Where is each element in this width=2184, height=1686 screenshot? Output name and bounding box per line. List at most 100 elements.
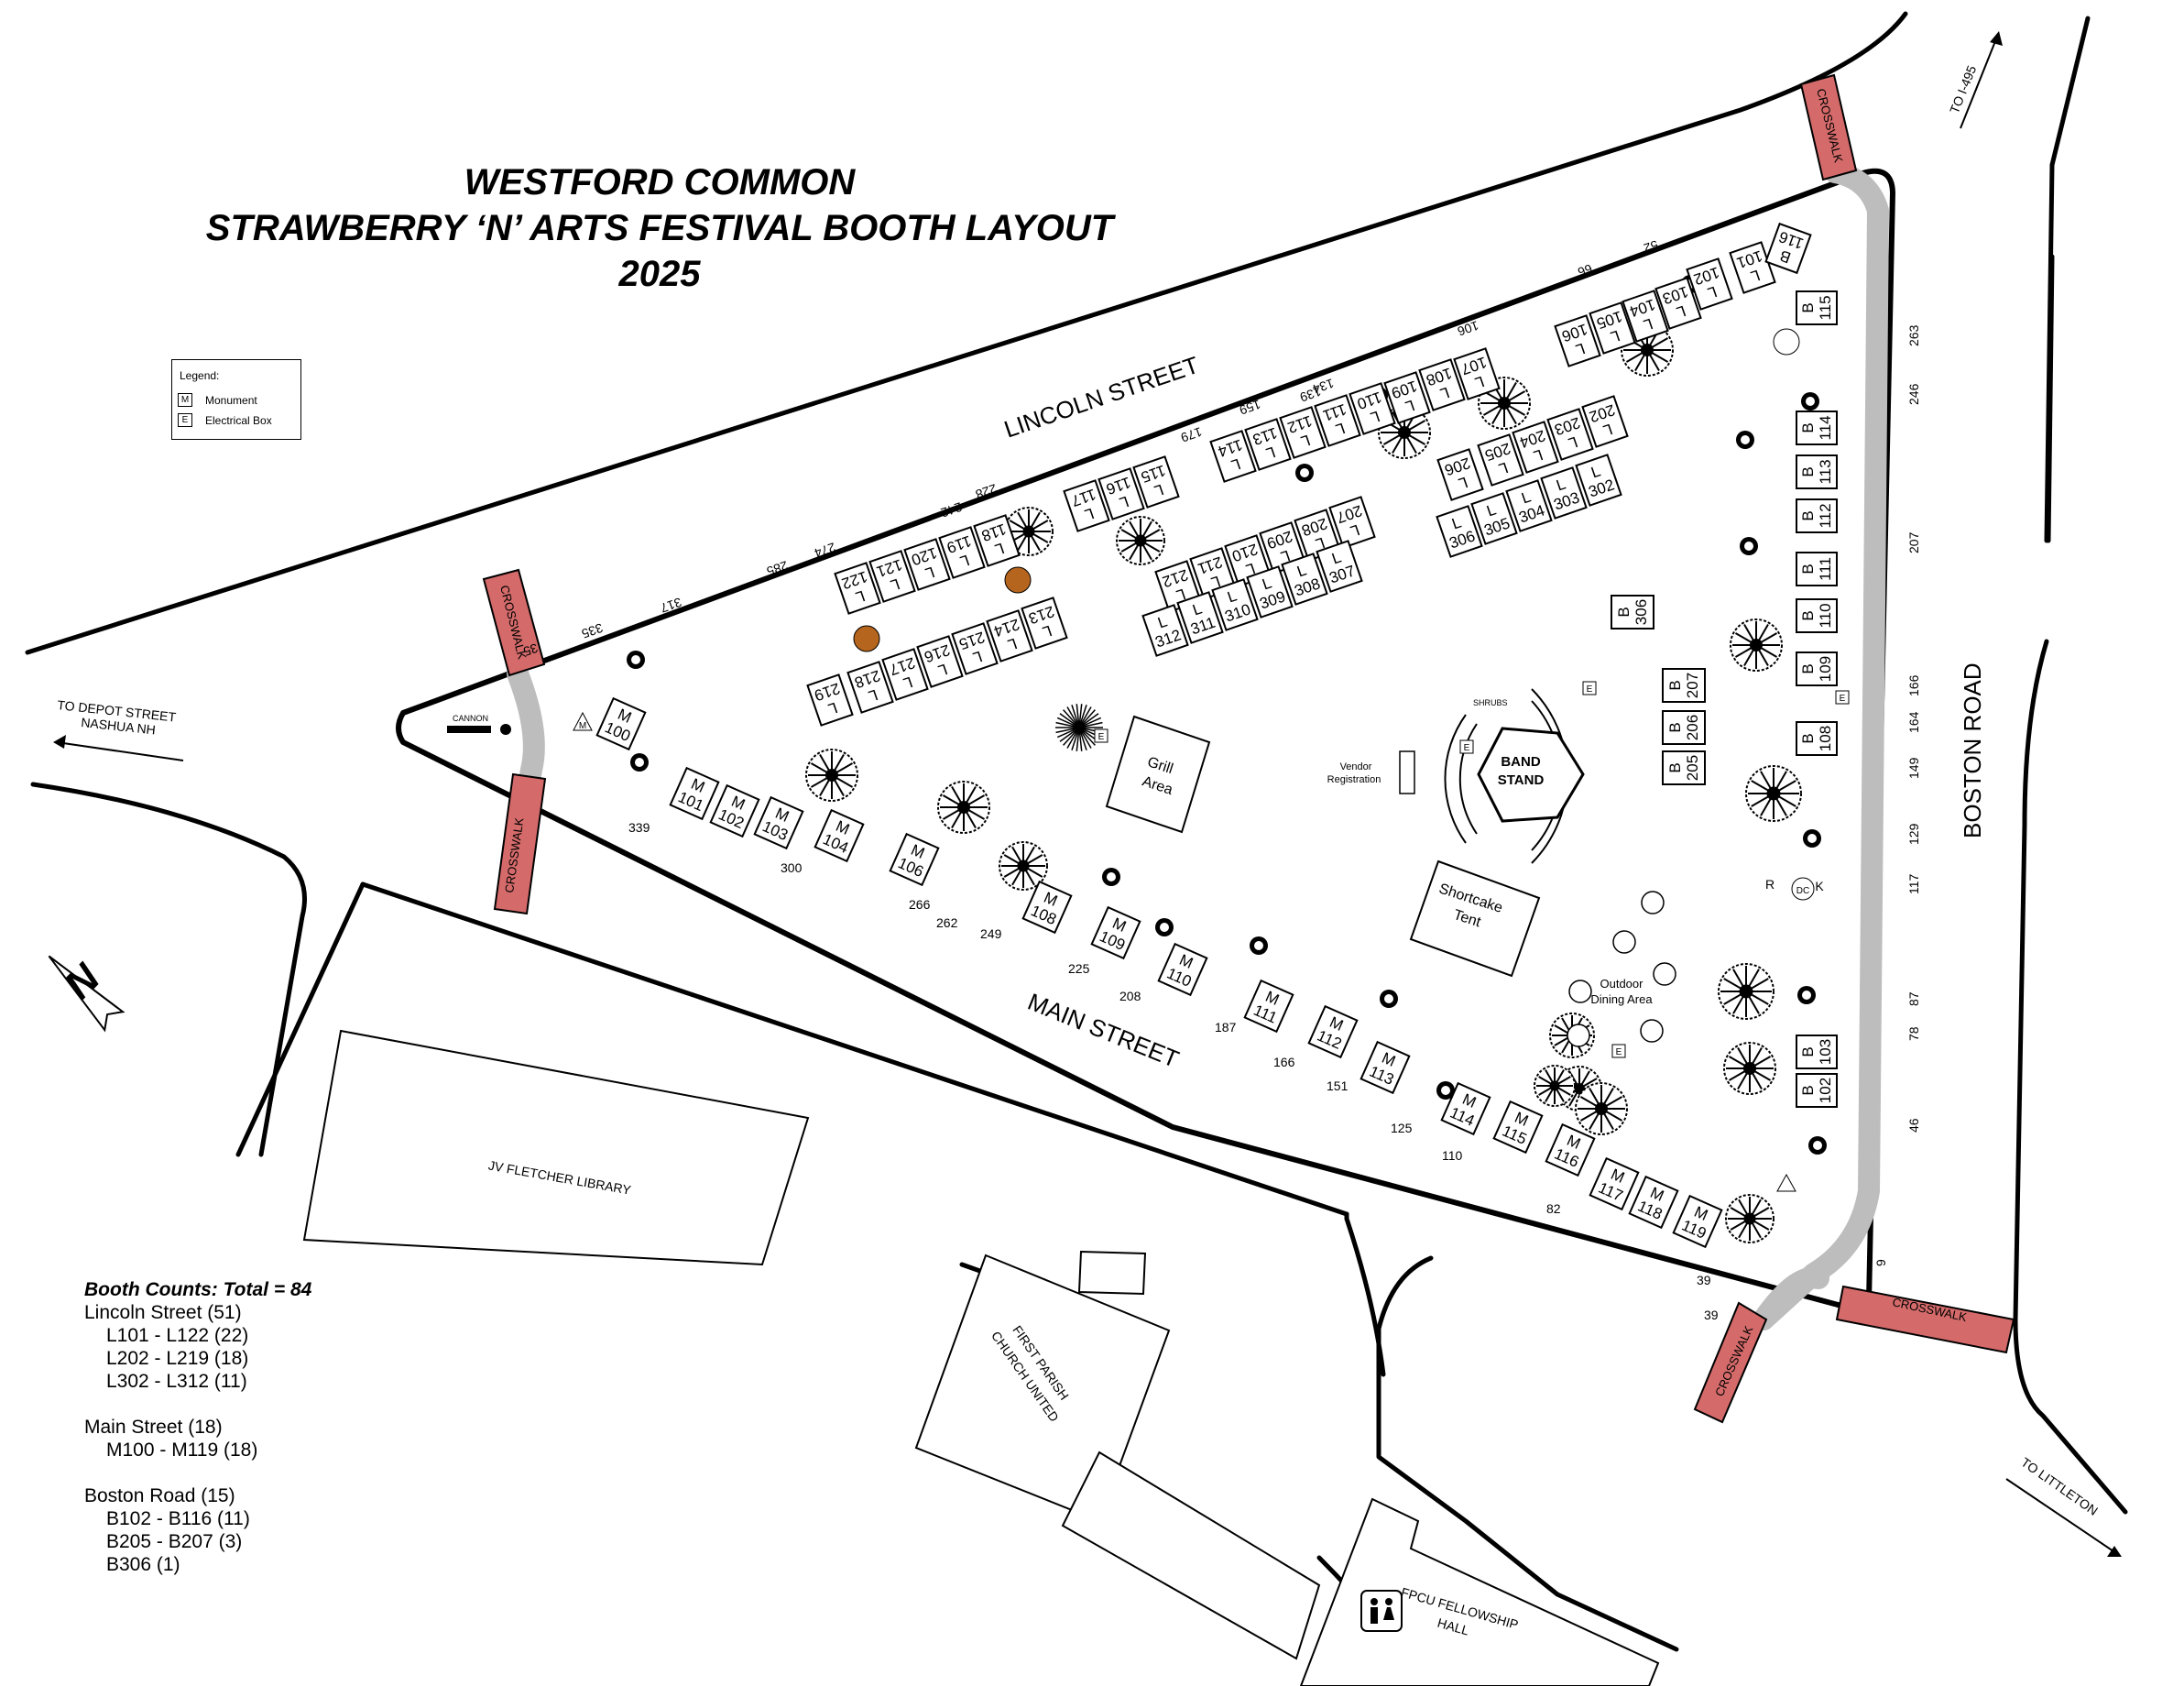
- address-number: 149: [1906, 757, 1921, 779]
- address-number: 110: [1442, 1148, 1463, 1163]
- buildings: [302, 1029, 1660, 1686]
- tree-icon: [805, 749, 858, 802]
- littleton-label: TO LITTLETON: [2018, 1454, 2101, 1517]
- shrub-icon: [1295, 464, 1314, 482]
- booth-letter: B: [1799, 733, 1817, 743]
- tree-icon: [1723, 1042, 1776, 1095]
- booth-number: 109: [1817, 656, 1834, 682]
- monument-label: M: [579, 721, 586, 731]
- shrub-icon: [1155, 918, 1174, 936]
- crosswalk-lincoln-east: [1799, 73, 1858, 181]
- boston-count-item: B205 - B207 (3): [106, 1531, 243, 1552]
- address-number: 242: [939, 499, 964, 520]
- band-stand: BAND STAND SHRUBS Vendor Registration: [1327, 688, 1585, 864]
- legend-monument-label: Monument: [205, 393, 257, 407]
- main-street-label: MAIN STREET: [1024, 988, 1183, 1073]
- address-number: 106: [1456, 318, 1480, 339]
- booth-letter: M: [909, 841, 928, 862]
- booth-letter: B: [1615, 607, 1633, 617]
- booth-number: 207: [1684, 673, 1701, 698]
- band-label-1: BAND: [1501, 754, 1540, 770]
- i495-arrow: [1960, 36, 1998, 129]
- legend-item-monument: M Monument: [178, 393, 257, 407]
- tree-icon: [937, 781, 990, 834]
- legend-electrical-label: Electrical Box: [205, 413, 272, 427]
- shrub-icon: [1436, 1081, 1455, 1100]
- boston-count: Boston Road (15): [84, 1485, 235, 1506]
- booth-letter: M: [834, 817, 853, 838]
- address-number: 335: [580, 620, 605, 641]
- shrub-icon: [1803, 829, 1821, 848]
- booth-letter: M: [1692, 1203, 1711, 1224]
- address-number: 134: [1311, 376, 1336, 397]
- hall-building: [1299, 1497, 1660, 1686]
- address-number: 151: [1327, 1078, 1349, 1093]
- grill-area: Grill Area: [1105, 715, 1211, 834]
- shrubs-label: SHRUBS: [1473, 698, 1508, 707]
- k-label: K: [1815, 879, 1824, 893]
- booth-number: 306: [1633, 599, 1650, 625]
- address-number: 246: [1906, 383, 1921, 405]
- booth-l300: L302: [1575, 454, 1622, 507]
- booth-number: 108: [1817, 726, 1834, 751]
- booth-number: 102: [1817, 1078, 1834, 1103]
- booth-l200: L219: [806, 673, 854, 727]
- church-annex: [1077, 1250, 1147, 1296]
- lincoln-count: Lincoln Street (51): [84, 1302, 242, 1323]
- main-count-item: M100 - M119 (18): [106, 1440, 258, 1461]
- booth-letter: B: [1799, 1085, 1817, 1095]
- electrical-label: E: [1464, 743, 1470, 753]
- tree-icon: [999, 841, 1048, 891]
- i495-label: TO I-495: [1947, 63, 1980, 115]
- booth-letter: M: [1177, 951, 1196, 972]
- booth-number: 110: [1817, 603, 1834, 628]
- shrub-icon: [1801, 392, 1819, 411]
- shrub-icon: [1380, 990, 1398, 1008]
- crosswalk-boston-south: [1835, 1285, 2015, 1354]
- address-number: 159: [1238, 397, 1262, 418]
- dc-label: DC: [1796, 886, 1809, 896]
- booths: L101L102L103L104L105L106L107L108L109L110…: [595, 222, 1838, 1249]
- littleton-arrow-head: [2107, 1546, 2122, 1557]
- church-lower: [1061, 1451, 1321, 1660]
- booth-number: 206: [1684, 715, 1701, 740]
- electrical-label: E: [1098, 732, 1105, 742]
- boston-road-east-curb: [2013, 639, 2128, 1515]
- booth-letter: B: [1666, 762, 1684, 772]
- address-number: 66: [1576, 261, 1594, 279]
- address-number: 46: [1906, 1118, 1921, 1133]
- r-label: R: [1765, 877, 1774, 892]
- address-number: 129: [1906, 823, 1921, 845]
- walkways: [502, 161, 1889, 1330]
- littleton-arrow: [2005, 1478, 2117, 1554]
- booth-letter: M: [1460, 1090, 1480, 1111]
- booth-letter: M: [1042, 889, 1061, 910]
- boston-road-east-curb-top2: [2046, 254, 2055, 543]
